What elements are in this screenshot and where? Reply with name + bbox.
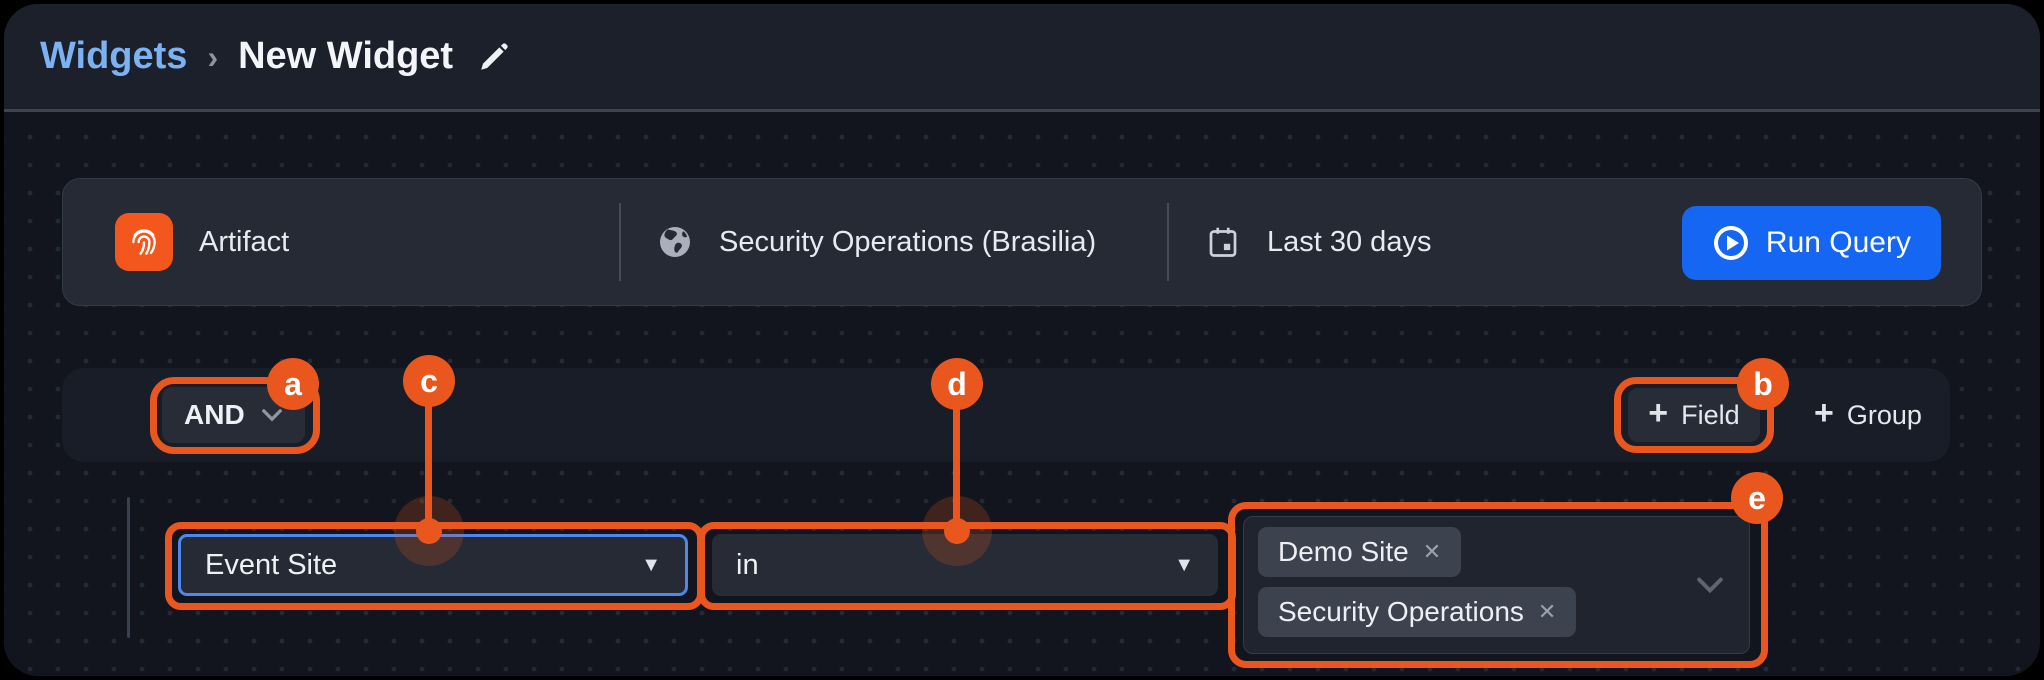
toolbar-divider xyxy=(619,203,621,281)
run-query-label: Run Query xyxy=(1765,226,1911,259)
fingerprint-icon xyxy=(115,213,173,271)
add-field-label: Field xyxy=(1681,399,1740,430)
toolbar-divider xyxy=(1167,203,1169,281)
logical-operator-dropdown[interactable]: AND xyxy=(162,387,305,443)
chevron-down-icon[interactable] xyxy=(1695,576,1725,594)
add-group-button[interactable]: + Group xyxy=(1802,388,1934,442)
data-source-selector[interactable]: Artifact xyxy=(115,179,289,305)
caret-down-icon: ▼ xyxy=(641,553,661,576)
operator-dropdown-value: in xyxy=(736,548,759,581)
site-scope-label: Security Operations (Brasilia) xyxy=(719,225,1097,258)
time-range-selector[interactable]: Last 30 days xyxy=(1205,179,1431,305)
logical-operator-label: AND xyxy=(184,399,245,430)
add-group-label: Group xyxy=(1846,399,1922,430)
value-chip-label: Demo Site xyxy=(1278,536,1409,567)
plus-icon: + xyxy=(1648,394,1669,432)
play-circle-icon xyxy=(1712,224,1750,262)
value-chip: Security Operations ✕ xyxy=(1258,587,1577,637)
value-chip: Demo Site ✕ xyxy=(1258,527,1462,577)
data-source-label: Artifact xyxy=(199,225,290,258)
site-scope-selector[interactable]: Security Operations (Brasilia) xyxy=(657,179,1096,305)
calendar-icon xyxy=(1205,224,1241,260)
field-dropdown[interactable]: Event Site ▼ xyxy=(178,534,688,596)
breadcrumb: Widgets › New Widget xyxy=(4,4,2040,112)
values-multiselect[interactable]: Demo Site ✕ Security Operations ✕ xyxy=(1243,516,1750,654)
query-builder-bar: AND + Field + Group xyxy=(62,368,1950,462)
edit-title-icon[interactable] xyxy=(477,40,511,74)
breadcrumb-separator-icon: › xyxy=(207,39,219,75)
page-title: New Widget xyxy=(238,35,454,77)
value-chip-label: Security Operations xyxy=(1278,596,1524,627)
caret-down-icon: ▼ xyxy=(1174,553,1194,576)
remove-value-icon[interactable]: ✕ xyxy=(1422,539,1442,564)
add-field-button[interactable]: + Field xyxy=(1628,388,1760,442)
field-dropdown-value: Event Site xyxy=(205,548,338,581)
main-area: Artifact Security Operations (Brasilia) xyxy=(4,115,2040,676)
plus-icon: + xyxy=(1814,394,1834,432)
query-toolbar: Artifact Security Operations (Brasilia) xyxy=(62,178,1982,306)
operator-dropdown[interactable]: in ▼ xyxy=(712,534,1218,596)
remove-value-icon[interactable]: ✕ xyxy=(1537,599,1557,624)
breadcrumb-widgets-link[interactable]: Widgets xyxy=(40,35,188,77)
chevron-down-icon xyxy=(261,408,283,422)
time-range-label: Last 30 days xyxy=(1267,225,1432,258)
app-window: Widgets › New Widget xyxy=(4,4,2040,676)
run-query-button[interactable]: Run Query xyxy=(1681,206,1941,280)
group-indent-line xyxy=(127,497,130,638)
globe-icon xyxy=(657,224,693,260)
